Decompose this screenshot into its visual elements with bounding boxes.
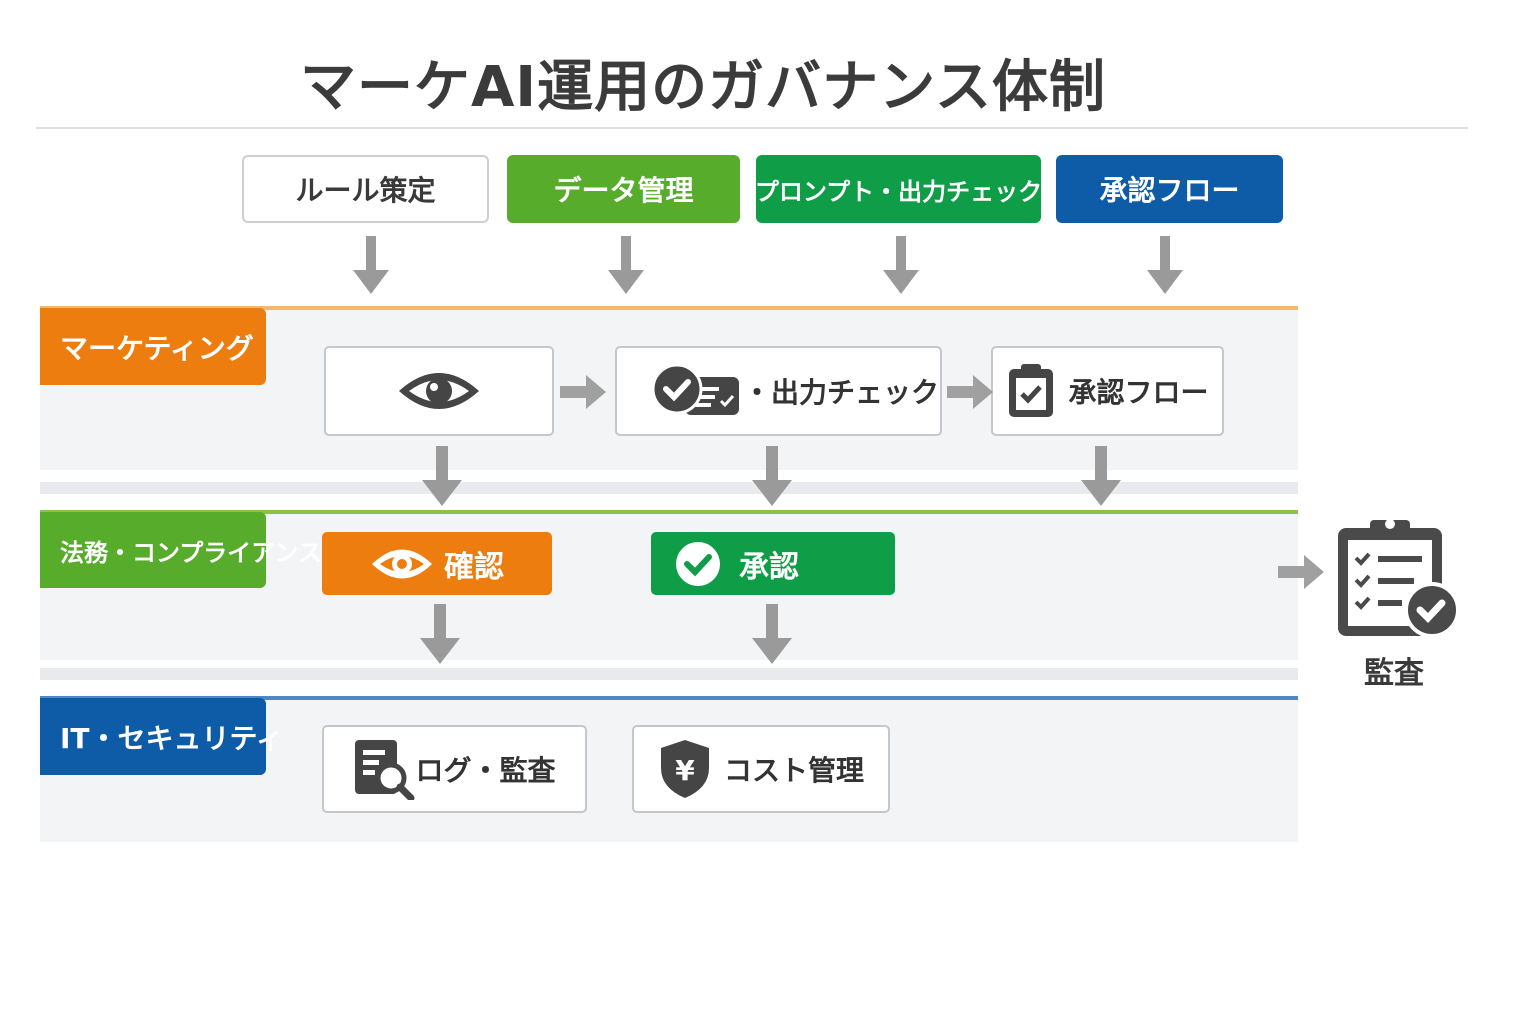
pill-approve-label: 承認 [739, 549, 799, 585]
title-divider [36, 127, 1468, 129]
step-data-management: データ管理 [507, 155, 740, 223]
pill-confirm: 確認 [322, 532, 552, 595]
card-cost-management-label: コスト管理 [723, 754, 864, 787]
lane-it-line [40, 696, 1298, 700]
pill-confirm-label: 確認 [444, 549, 504, 585]
card-approval-flow: 承認フロー [991, 346, 1224, 436]
page-title: マーケAI運用のガバナンス体制 [299, 55, 1107, 120]
checkbox-clipboard-icon [1009, 364, 1054, 417]
audit-label: 監査 [1364, 656, 1424, 691]
document-search-icon [355, 740, 415, 800]
card-output-check-label: ・出力チェック [743, 376, 940, 409]
lane-marketing-line [40, 306, 1298, 310]
svg-text:¥: ¥ [675, 754, 695, 787]
lane-legal-line [40, 510, 1298, 514]
eye-icon [399, 373, 479, 409]
eye-icon [372, 549, 432, 578]
card-log-audit: ログ・監査 [322, 725, 587, 813]
check-circle-icon [676, 541, 720, 586]
step-approval-flow: 承認フロー [1056, 155, 1283, 223]
lane-separator [40, 668, 1298, 680]
card-approval-flow-label: 承認フロー [1068, 376, 1209, 409]
arrow-down-icon [883, 236, 919, 294]
lane-separator [40, 482, 1298, 494]
arrow-down-icon [353, 236, 389, 294]
card-log-audit-label: ログ・監査 [415, 754, 556, 787]
arrow-down-icon [1147, 236, 1183, 294]
card-cost-management: ¥ コスト管理 [632, 725, 890, 813]
lane-marketing-label: マーケティング [40, 308, 266, 385]
lane-legal-label: 法務・コンプライアンス [40, 512, 322, 588]
card-output-check: ・出力チェック [615, 346, 942, 436]
audit-clipboard-icon [1334, 514, 1462, 640]
check-list-icon [651, 363, 739, 415]
step-prompt-output-check: プロンプト・出力チェック [755, 155, 1042, 223]
lane-it-label: IT・セキュリティ [40, 698, 284, 775]
card-view [324, 346, 554, 436]
step-rule-making: ルール策定 [242, 155, 489, 223]
yen-shield-icon: ¥ [660, 740, 709, 798]
pill-approve: 承認 [651, 532, 895, 595]
arrow-down-icon [608, 236, 644, 294]
